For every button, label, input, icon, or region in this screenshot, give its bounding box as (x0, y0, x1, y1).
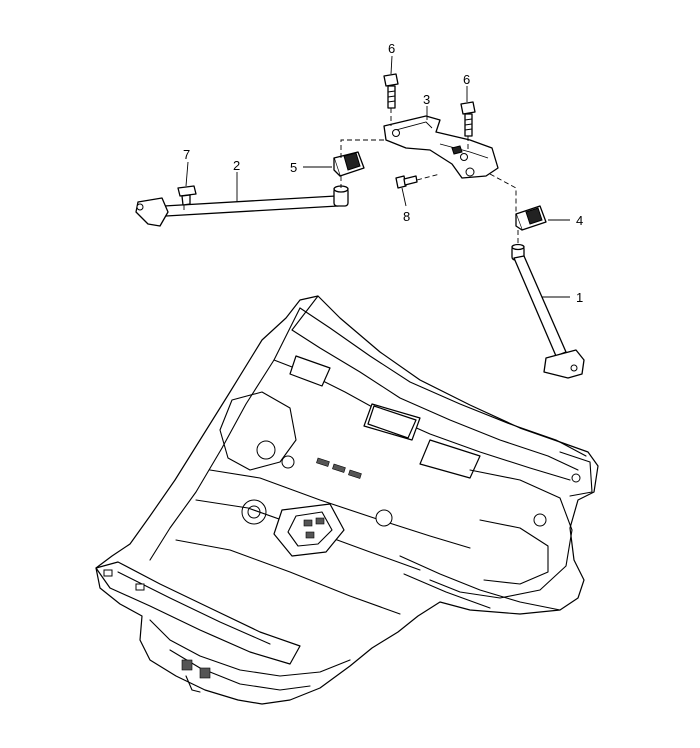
callout-4: 4 (576, 213, 583, 228)
part-2-strut-brace-left (135, 185, 349, 227)
callout-labels: 1 2 3 4 5 6 6 7 8 (183, 41, 583, 305)
part-6-bolt-right (460, 101, 476, 137)
callout-8: 8 (403, 209, 410, 224)
part-8-bolt (395, 175, 418, 189)
part-4-mount (515, 205, 547, 231)
callout-5: 5 (290, 160, 297, 175)
callout-leaders (185, 55, 570, 298)
callout-3: 3 (423, 92, 430, 107)
part-1-strut-brace-right (511, 243, 585, 379)
part-7-bolt (177, 185, 197, 206)
part-6-bolt-left (383, 73, 399, 109)
assembly-lines (183, 108, 519, 246)
front-body-structure (95, 295, 599, 705)
part-3-bracket (383, 115, 499, 179)
callout-2: 2 (233, 158, 240, 173)
callout-7: 7 (183, 147, 190, 162)
part-5-mount (333, 151, 365, 177)
callout-6-right: 6 (463, 72, 470, 87)
callout-6-left: 6 (388, 41, 395, 56)
callout-1: 1 (576, 290, 583, 305)
